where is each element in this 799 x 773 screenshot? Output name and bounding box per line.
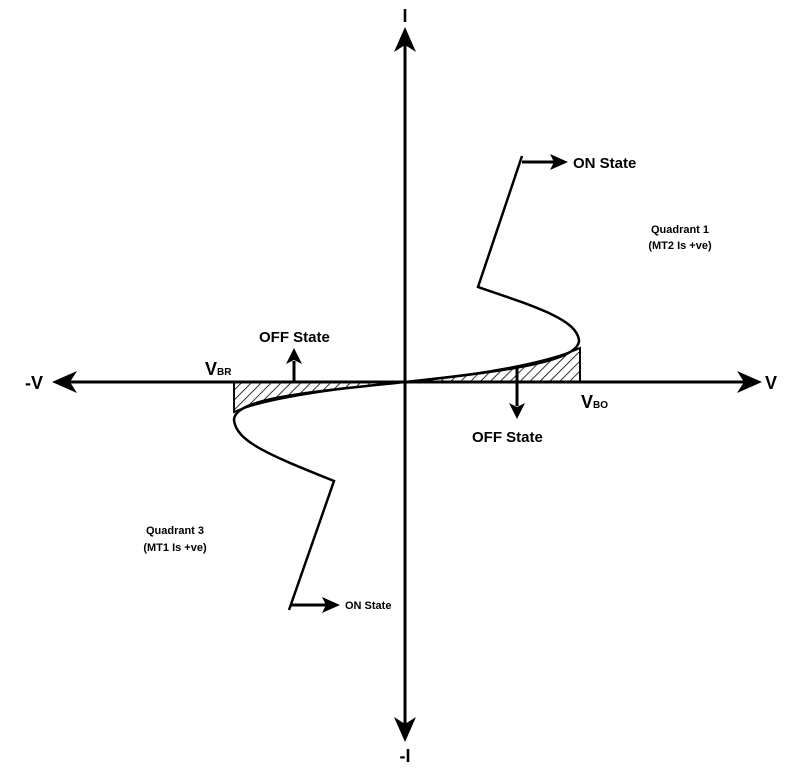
quadrant1-title: Quadrant 1 [651, 224, 709, 236]
x-negative-label: -V [25, 373, 43, 393]
current-axis-negative-arrowhead [394, 717, 416, 742]
on-state-label-q1: ON State [573, 155, 636, 172]
vbo-main: V [581, 392, 593, 412]
off-state-arrowhead-q3 [286, 348, 302, 364]
voltage-axis-positive-arrowhead [737, 371, 762, 393]
hatched-region-q1 [404, 346, 581, 383]
off-state-label-q3: OFF State [259, 329, 330, 346]
vbr-sub: BR [217, 367, 232, 378]
on-state-arrowhead-q3 [322, 597, 340, 613]
current-axis-positive-arrowhead [394, 27, 416, 52]
quadrant3-note: (MT1 Is +ve) [143, 542, 207, 554]
hatched-region-q3 [233, 381, 406, 414]
vbo-label: VBO [581, 392, 608, 412]
off-state-arrowhead-q1 [509, 403, 525, 419]
on-state-label-q3: ON State [345, 600, 391, 612]
voltage-axis-negative-arrowhead [52, 371, 77, 393]
x-positive-label: V [765, 373, 777, 393]
y-positive-label: I [402, 6, 407, 26]
characteristic-curve-q3 [232, 380, 406, 611]
quadrant3-title: Quadrant 3 [146, 525, 204, 537]
vbr-label: VBR [205, 359, 232, 379]
y-negative-label: -I [400, 746, 411, 766]
vbr-main: V [205, 359, 217, 379]
characteristic-curve-q1 [404, 155, 581, 384]
vbo-sub: BO [593, 400, 608, 411]
quadrant1-note: (MT2 Is +ve) [648, 240, 712, 252]
off-state-label-q1: OFF State [472, 429, 543, 446]
on-state-arrowhead-q1 [550, 154, 568, 170]
